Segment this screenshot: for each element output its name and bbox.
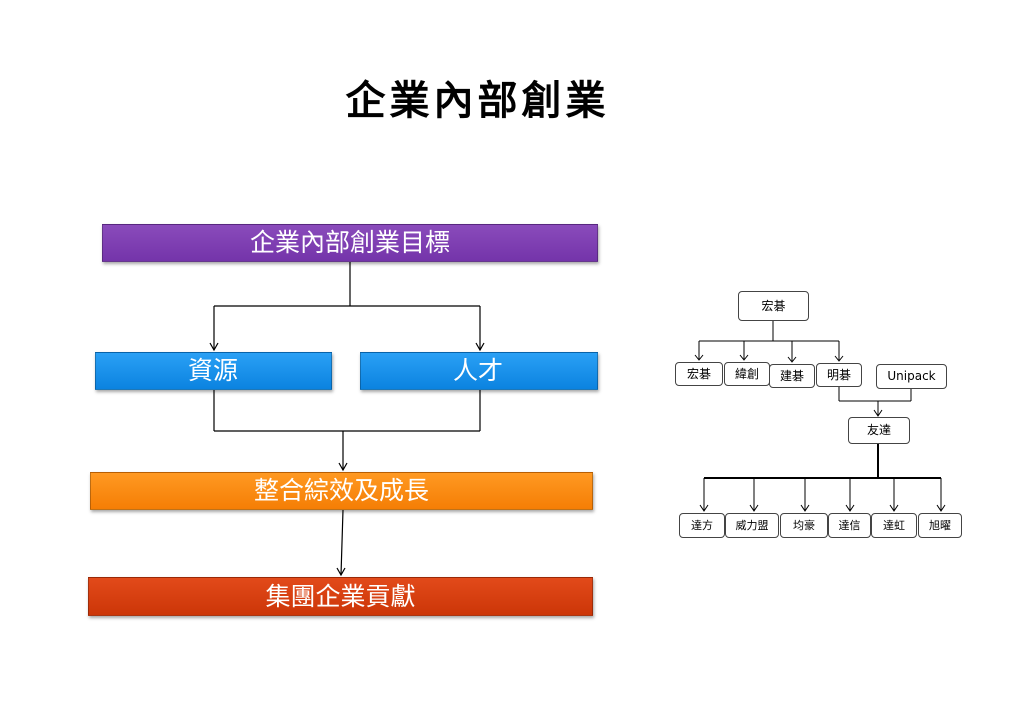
- arrowhead-talent: [475, 342, 485, 352]
- org-node-l1-0: 宏碁: [675, 362, 723, 386]
- talent-label: 人才: [453, 356, 504, 385]
- org-node-merged: 友達: [848, 417, 910, 444]
- page-title: 企業內部創業: [345, 77, 610, 124]
- org-node-l2-4: 達虹: [871, 513, 917, 538]
- resources-label: 資源: [188, 356, 239, 385]
- talent-box: 人才: [360, 352, 598, 390]
- integration-label: 整合綜效及成長: [253, 476, 429, 505]
- org-node-l2-2: 均豪: [780, 513, 828, 538]
- org-node-l2-0: 達方: [679, 513, 725, 538]
- org-node-l1-3: 明碁: [816, 363, 862, 387]
- org-node-l1-2: 建碁: [769, 364, 815, 388]
- contribution-box: 集團企業貢獻: [88, 577, 593, 616]
- arrowhead-resources: [209, 342, 219, 352]
- org-node-l2-3: 達信: [828, 513, 871, 538]
- org-node-unipack: Unipack: [876, 364, 947, 389]
- connector-to-contribution: [340, 509, 344, 576]
- org-node-l2-5: 旭曜: [918, 513, 962, 538]
- integration-box: 整合綜效及成長: [90, 472, 593, 510]
- org-node-root: 宏碁: [738, 291, 809, 321]
- org-node-l1-1: 緯創: [724, 362, 770, 386]
- goal-label: 企業內部創業目標: [249, 228, 450, 257]
- goal-box: 企業內部創業目標: [102, 224, 598, 262]
- resources-box: 資源: [95, 352, 332, 390]
- org-node-l2-1: 威力盟: [725, 513, 779, 538]
- contribution-label: 集團企業貢獻: [265, 582, 416, 611]
- arrowhead-contribution: [336, 567, 346, 577]
- arrowhead-integration: [338, 462, 348, 472]
